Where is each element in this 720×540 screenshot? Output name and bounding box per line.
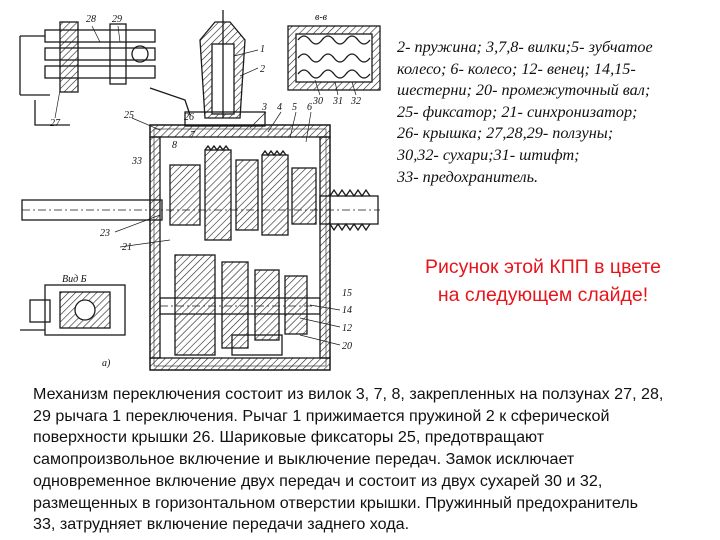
parts-legend: 2- пружина; 3,7,8- вилки;5- зубчатое кол… xyxy=(397,37,717,188)
gearbox-housing xyxy=(149,124,331,371)
view-b-detail xyxy=(20,284,126,336)
legend-line: 2- пружина; 3,7,8- вилки;5- зубчатое xyxy=(397,38,653,56)
description-line: Механизм переключения состоит из вилок 3… xyxy=(33,385,664,403)
legend-line: 33- предохранитель. xyxy=(397,167,538,186)
shift-rails-view xyxy=(19,21,191,126)
figure-label: a) xyxy=(102,358,111,369)
legend-line: 26- крышка; 27,28,29- ползуны; xyxy=(397,124,614,143)
countershaft xyxy=(159,254,321,356)
part-label: 31 xyxy=(332,96,343,107)
legend-line: 30,32- сухари;31- штифт; xyxy=(397,145,580,164)
part-label: 3 xyxy=(261,102,267,113)
main-shaft xyxy=(21,188,380,232)
part-label: 21 xyxy=(122,242,132,253)
part-label: 1 xyxy=(260,44,265,55)
part-label: 32 xyxy=(350,96,361,107)
part-label: 8 xyxy=(172,140,177,151)
description-line: поверхности крышки 26. Шариковые фиксато… xyxy=(33,428,545,447)
part-label: 28 xyxy=(86,14,96,25)
description-line: одновременное включение двух передач и с… xyxy=(33,471,603,490)
main-shaft-gears xyxy=(169,144,317,241)
description-line: 33, затрудняет включение передачи заднег… xyxy=(33,515,410,534)
section-label: в-в xyxy=(315,12,328,23)
note-line: Рисунок этой КПП в цвете xyxy=(425,256,661,278)
description-line: 29 рычага 1 переключения. Рычаг 1 прижим… xyxy=(33,406,610,425)
part-label: 30 xyxy=(312,96,323,107)
part-label: 27 xyxy=(50,118,61,129)
section-label: Вид Б xyxy=(62,274,87,285)
description-line: самопроизвольное включение и выключение … xyxy=(33,450,575,469)
part-label: 4 xyxy=(277,102,282,113)
leader-lines xyxy=(54,25,357,346)
mechanism-description: Механизм переключения состоит из вилок 3… xyxy=(33,384,717,536)
part-label: 12 xyxy=(342,323,352,334)
description-line: размещенных в горизонтальном отверстии к… xyxy=(33,493,639,512)
gearbox-cross-section-drawing: 28 29 27 2 1 25 3 4 5 6 7 8 33 20 12 14 … xyxy=(19,10,381,371)
part-label: 20 xyxy=(342,341,352,352)
part-label: 33 xyxy=(131,156,142,167)
part-label: 5 xyxy=(292,102,297,113)
legend-line: 25- фиксатор; 21- синхронизатор; xyxy=(397,102,638,121)
part-label: 6 xyxy=(307,102,312,113)
legend-line: колесо; 6- колесо; 12- венец; 14,15- xyxy=(397,59,636,78)
color-slide-note: Рисунок этой КПП в цвете на следующем сл… xyxy=(393,253,693,309)
part-label: 29 xyxy=(112,14,122,25)
section-view-v-v xyxy=(287,25,381,91)
part-label: 7 xyxy=(190,130,196,141)
part-label: 15 xyxy=(342,288,352,299)
note-line: на следующем слайде! xyxy=(437,284,649,306)
part-label: 2 xyxy=(260,64,265,75)
part-label: 23 xyxy=(100,228,110,239)
legend-line: шестерни; 20- промежуточный вал; xyxy=(397,81,651,100)
part-label: 26 xyxy=(184,112,194,123)
shift-lever-tower xyxy=(184,10,266,127)
part-label: 25 xyxy=(124,110,134,121)
part-label: 14 xyxy=(342,305,352,316)
